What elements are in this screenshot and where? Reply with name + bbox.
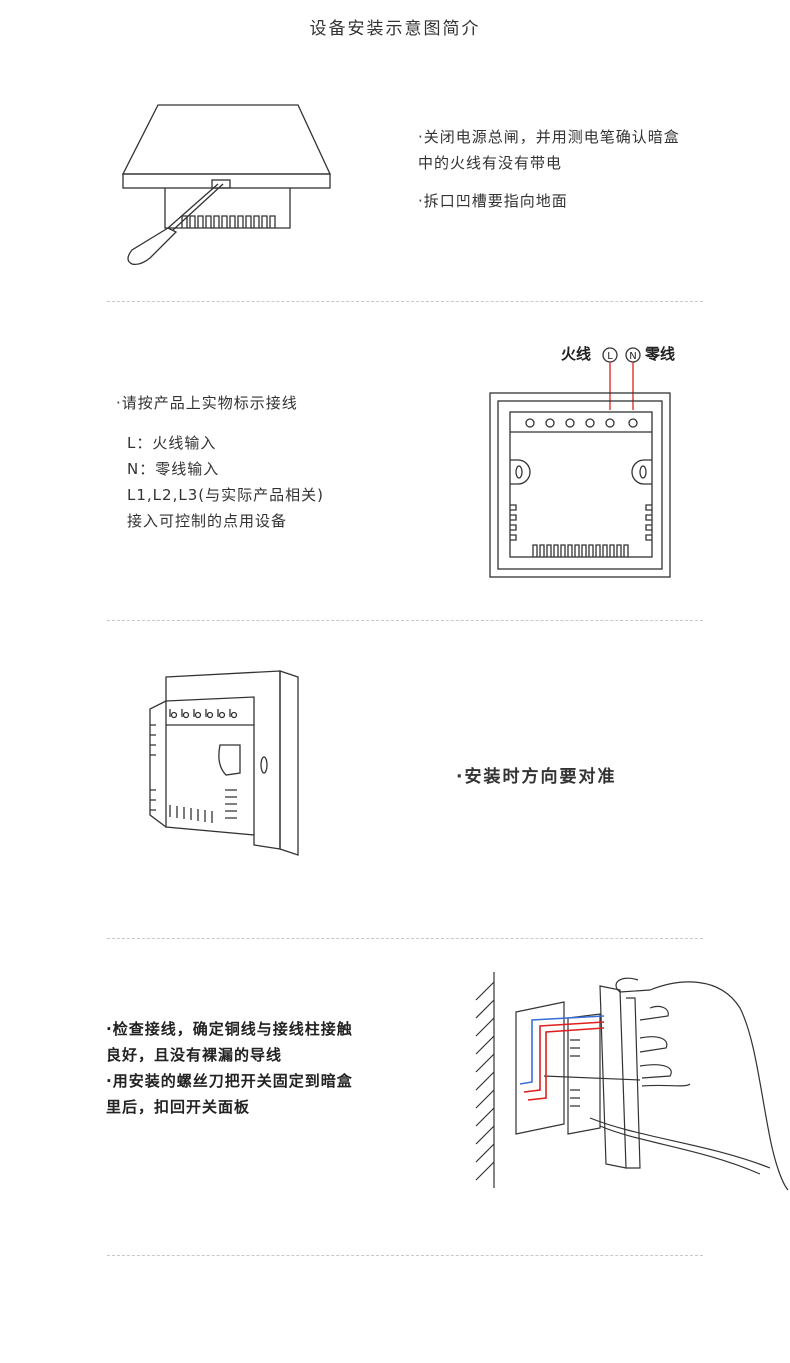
section2-intro: ·请按产品上实物标示接线 [116,394,298,412]
hand-install-illustration [475,972,789,1191]
section1-instructions: ·关闭电源总闸，并用测电笔确认暗盒 中的火线有没有带电 ·拆口凹槽要指向地面 [418,124,680,214]
section2-line-3: L1,L2,L3(与实际产品相关) [127,486,324,504]
live-terminal-symbol: L [607,351,613,362]
live-wire-label: 火线 [561,345,592,363]
section2-line-2: N：零线输入 [127,460,220,478]
divider-2 [107,620,703,621]
divider-4 [107,1255,703,1256]
wiring-diagram: L N [489,347,671,578]
page-title: 设备安装示意图简介 [309,19,481,39]
section2-instructions: L：火线输入 N：零线输入 L1,L2,L3(与实际产品相关) 接入可控制的点用… [127,430,324,534]
switch-box-screwdriver-illustration [121,104,332,266]
section1-line-2: 中的火线有没有带电 [418,154,563,172]
section4-line-2: 良好，且没有裸漏的导线 [106,1046,283,1064]
neutral-wire-label: 零线 [645,345,676,363]
section2-line-1: L：火线输入 [127,434,217,452]
section4-instructions: ·检查接线，确定铜线与接线柱接触 良好，且没有裸漏的导线 ·用安装的螺丝刀把开关… [106,1016,353,1120]
section1-line-3: ·拆口凹槽要指向地面 [418,192,568,210]
section4-line-1: ·检查接线，确定铜线与接线柱接触 [106,1020,353,1038]
switch-side-view-illustration [149,670,299,856]
section3-instruction: ·安装时方向要对准 [456,767,617,787]
divider-3 [107,938,703,939]
section1-line-1: ·关闭电源总闸，并用测电笔确认暗盒 [418,128,680,146]
neutral-terminal-symbol: N [629,351,636,362]
divider-1 [107,301,703,302]
section4-line-4: 里后，扣回开关面板 [106,1098,251,1116]
section4-line-3: ·用安装的螺丝刀把开关固定到暗盒 [106,1072,353,1090]
section2-line-4: 接入可控制的点用设备 [127,512,288,530]
